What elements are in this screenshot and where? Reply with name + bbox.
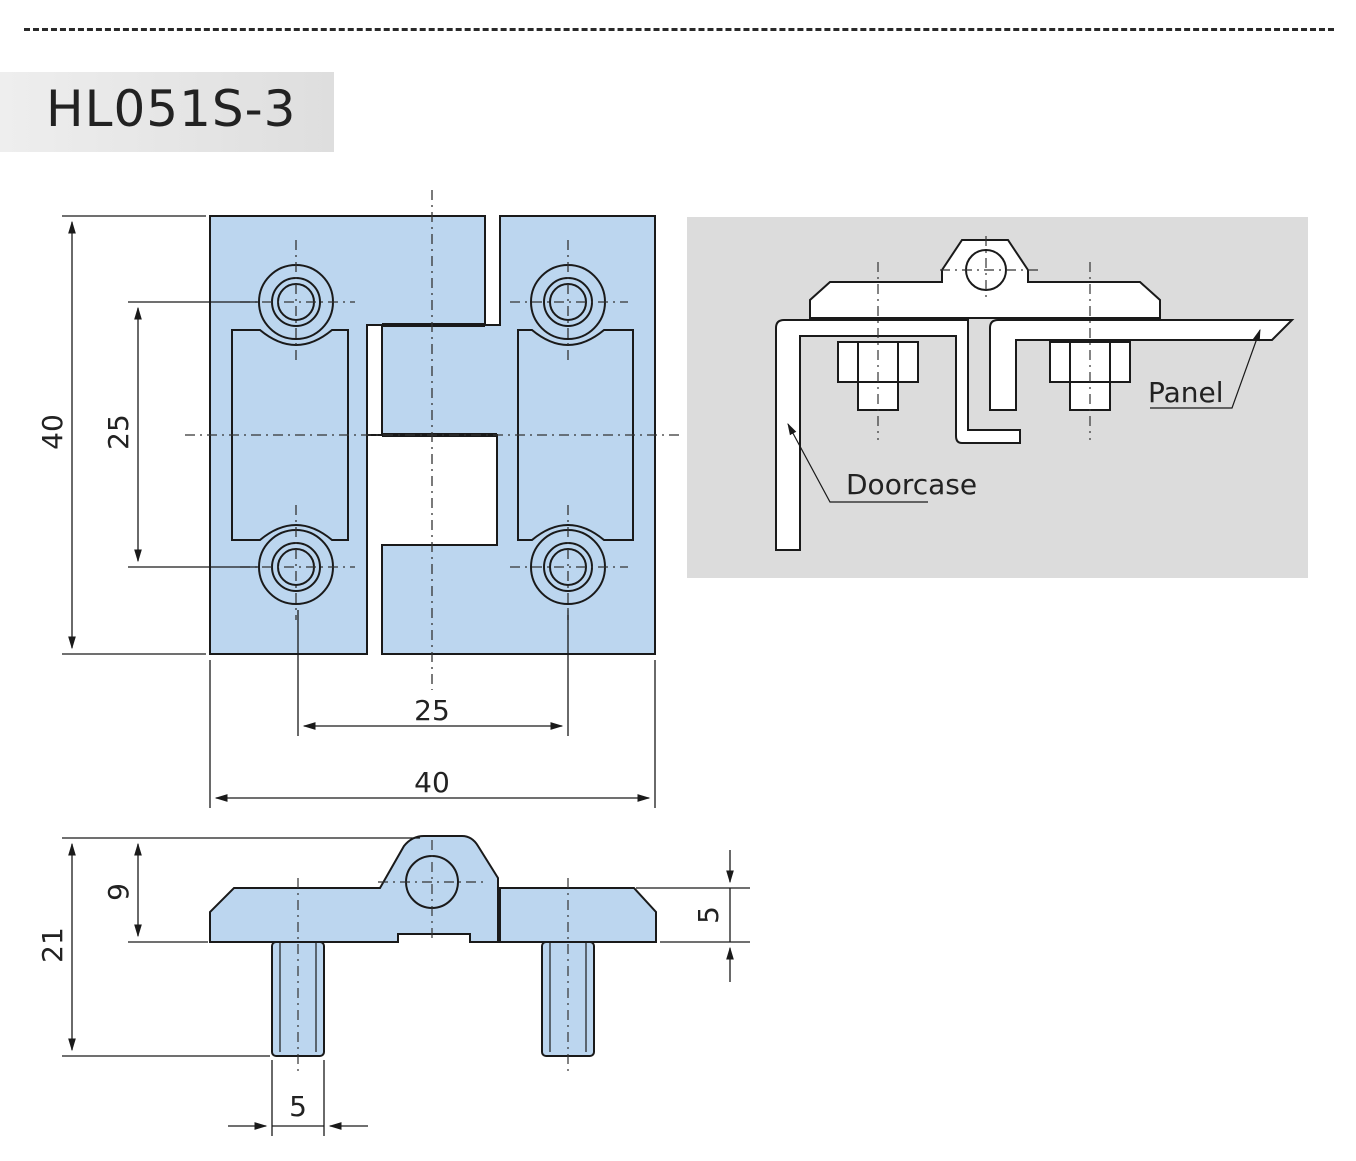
dimensions-top-view: [62, 215, 656, 808]
doorcase-profile: [775, 319, 1021, 551]
dim-stud-label: 5: [289, 1090, 307, 1123]
dim-width-label: 40: [414, 766, 450, 799]
dimensions-side-view: [62, 837, 750, 1136]
title-badge: HL051S-3: [0, 72, 334, 152]
dim-total-height-label: 21: [36, 927, 69, 963]
panel-label: Panel: [1148, 376, 1224, 409]
doorcase-label: Doorcase: [846, 468, 977, 501]
panel-profile: [989, 319, 1295, 411]
product-title: HL051S-3: [46, 80, 297, 138]
centerlines-top-view: [185, 190, 680, 690]
bolt-hole-top-right: [530, 264, 606, 340]
dim-leaf-label: 5: [692, 906, 725, 924]
dim-hole-vertical-label: 25: [102, 414, 135, 450]
top-dashed-separator: [24, 28, 1334, 31]
installation-view: Panel Doorcase: [687, 217, 1308, 578]
dim-knuckle-label: 9: [102, 883, 135, 901]
dim-hole-horizontal-label: 25: [414, 694, 450, 727]
bolt-hole-bottom-right: [530, 529, 606, 605]
centerlines-side-view: [297, 840, 569, 1076]
hinge-side-view: [209, 835, 657, 1057]
dim-height-label: 40: [36, 414, 69, 450]
